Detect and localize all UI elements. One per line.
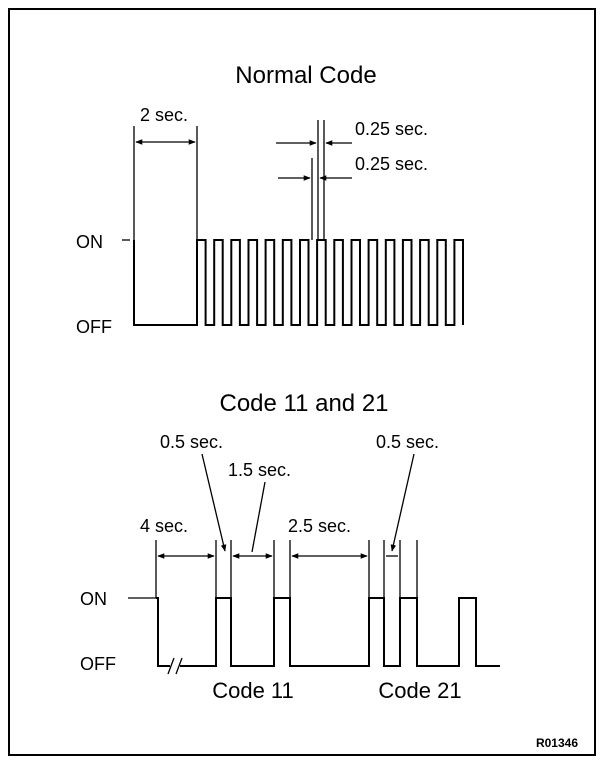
- normal-dim-off-pulse: 0.25 sec.: [355, 154, 428, 174]
- normal-code-title: Normal Code: [235, 62, 376, 89]
- codes-off-label: OFF: [80, 654, 116, 674]
- codes-on-label: ON: [80, 589, 107, 609]
- codes-leader-pulse-b: [390, 453, 415, 552]
- codes-dim-sep: 2.5 sec.: [288, 516, 351, 536]
- normal-off-label: OFF: [76, 317, 112, 337]
- codes-waveform: [156, 597, 500, 667]
- codes-dim-pulse-a: 0.5 sec.: [160, 432, 223, 452]
- codes-dim-gap-a: 1.5 sec.: [228, 460, 291, 480]
- normal-code-waveform: [133, 239, 464, 326]
- figure-reference: R01346: [536, 736, 578, 750]
- diagram-frame: [8, 8, 596, 756]
- codes-dim-pulse-b: 0.5 sec.: [376, 432, 439, 452]
- codes-leader-pulse-a: [201, 453, 227, 552]
- normal-dim-2sec: 2 sec.: [140, 105, 188, 125]
- normal-dim-on-pulse: 0.25 sec.: [355, 119, 428, 139]
- normal-on-label: ON: [76, 232, 103, 252]
- codes-title: Code 11 and 21: [219, 390, 388, 417]
- codes-dim-4sec: 4 sec.: [140, 516, 188, 536]
- codes-leader-gap-a: [251, 481, 266, 553]
- code-11-label: Code 11: [212, 678, 294, 703]
- code-21-label: Code 21: [378, 678, 461, 703]
- codes-time-break-mark: [167, 657, 183, 675]
